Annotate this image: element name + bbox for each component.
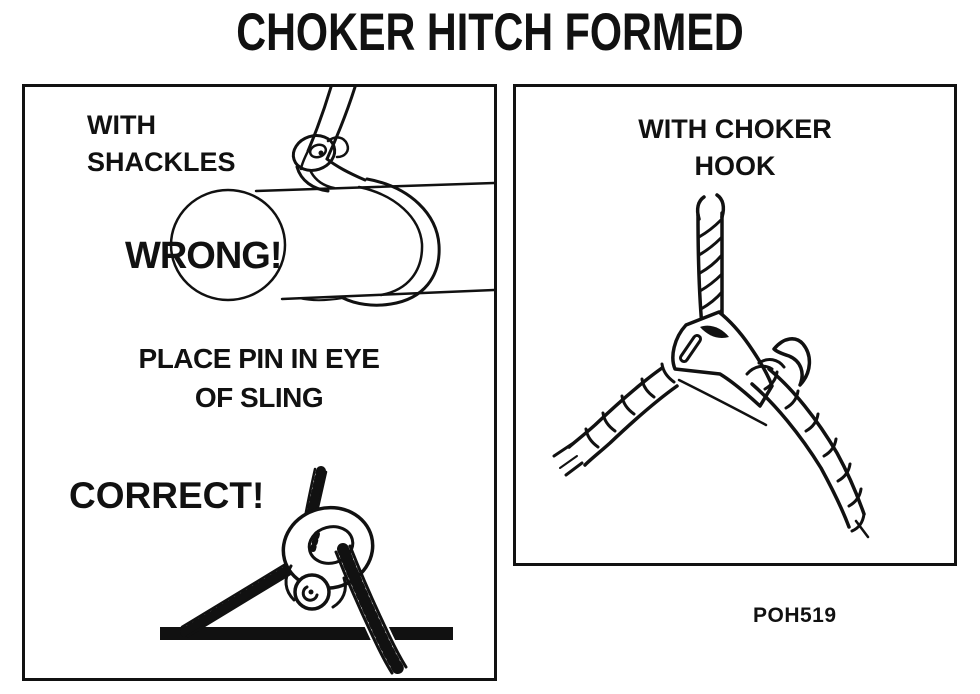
with-choker-hook-heading: WITH CHOKER HOOK [516,111,954,185]
heading-line: WITH [87,110,156,140]
pin-instruction: PLACE PIN IN EYE OF SLING [77,339,441,417]
shackle-hitch-illustrations [160,87,494,676]
heading-line: WITH CHOKER [638,114,832,144]
wrong-label: WRONG! [125,235,283,277]
with-shackles-heading: WITH SHACKLES [87,107,236,181]
choker-hook-hitch-illustration [552,193,870,539]
heading-line: HOOK [694,151,776,181]
with-shackles-panel: WITH SHACKLES WRONG! PLACE PIN IN EYE OF… [22,84,497,681]
instruction-line: OF SLING [194,382,324,413]
correct-label: CORRECT! [69,475,265,516]
shackle-hitch-correct-illustration [160,466,453,676]
shackle-hitch-wrong-illustration [169,87,494,307]
heading-line: SHACKLES [87,147,236,177]
with-choker-hook-panel: WITH CHOKER HOOK [513,84,957,566]
instruction-line: PLACE PIN IN EYE [138,343,380,374]
figure-code: POH519 [753,604,837,627]
page-title: CHOKER HITCH FORMED [236,3,744,62]
